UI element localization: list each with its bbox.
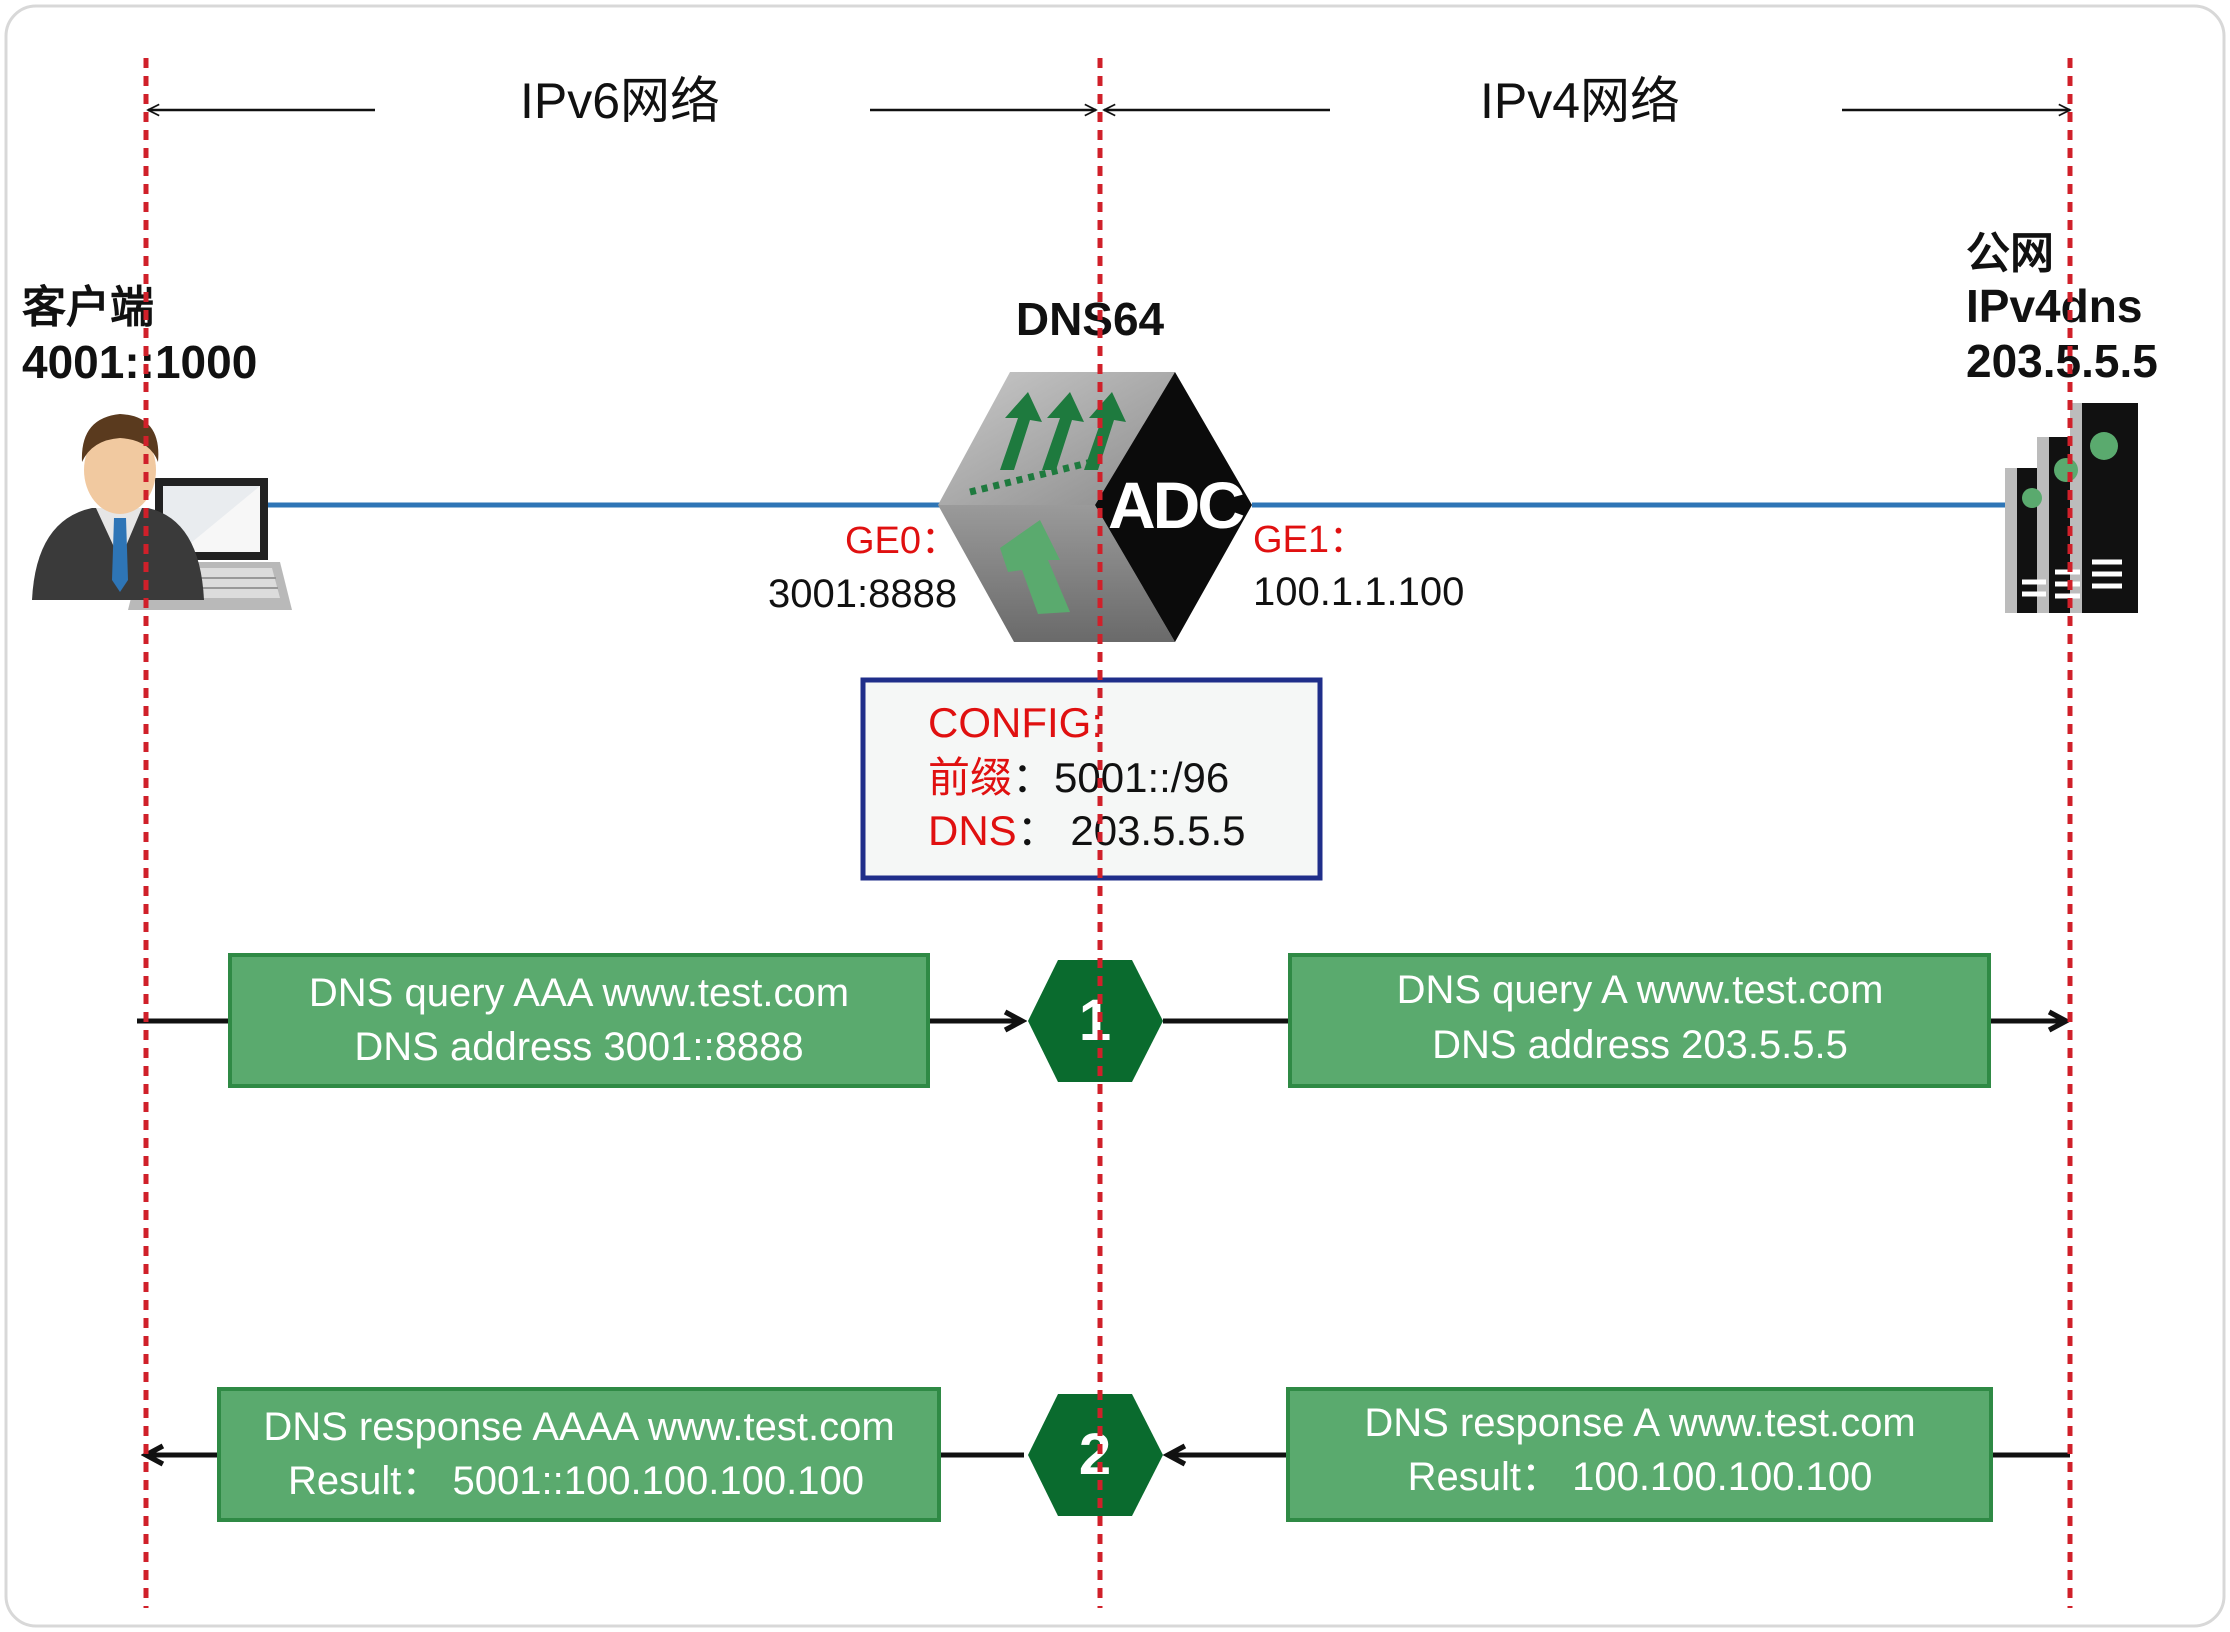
step2-number-badge: 2 (1028, 1394, 1163, 1516)
step1-left-message: DNS query AAA www.test.com DNS address 3… (228, 953, 930, 1088)
svg-text:1: 1 (1079, 988, 1111, 1053)
adc-device-icon: ADC (938, 372, 1252, 642)
config-dns-label: DNS (928, 807, 1017, 854)
svg-text:DNS address 3001::8888: DNS address 3001::8888 (354, 1025, 803, 1069)
client-person-laptop-icon (32, 414, 292, 610)
config-prefix-value: ：5001::/96 (1012, 754, 1229, 801)
config-title: CONFIG: (928, 699, 1103, 746)
config-dns-value: ： 203.5.5.5 (1017, 807, 1246, 854)
svg-text:DNS： 203.5.5.5: DNS： 203.5.5.5 (928, 807, 1246, 854)
ipv6-network-label: IPv6网络 (520, 73, 720, 129)
step1-number-badge: 1 (1028, 960, 1163, 1082)
server-title-line3: 203.5.5.5 (1966, 335, 2158, 387)
server-title-line2: IPv4dns (1966, 280, 2142, 332)
client-title: 客户端 (22, 283, 154, 332)
adc-logo-text: ADC (1108, 468, 1243, 542)
config-prefix-label: 前缀 (928, 754, 1012, 801)
svg-text:DNS address 203.5.5.5: DNS address 203.5.5.5 (1432, 1023, 1848, 1067)
step2-left-message: DNS response AAAA www.test.com Result： 5… (217, 1387, 941, 1522)
ge1-label: GE1： (1253, 519, 1367, 561)
ipv4-network-label: IPv4网络 (1480, 73, 1680, 129)
svg-text:Result： 100.100.100.100: Result： 100.100.100.100 (1408, 1455, 1873, 1499)
svg-text:DNS response A www.test.com: DNS response A www.test.com (1364, 1401, 1915, 1445)
step1-right-message: DNS query A www.test.com DNS address 203… (1288, 953, 1991, 1088)
config-box: CONFIG: 前缀：5001::/96 DNS： 203.5.5.5 (860, 677, 1323, 881)
ge0-label: GE0： (845, 520, 959, 562)
step2-right-message: DNS response A www.test.com Result： 100.… (1286, 1387, 1993, 1522)
svg-text:2: 2 (1079, 1422, 1111, 1487)
svg-text:前缀：5001::/96: 前缀：5001::/96 (928, 754, 1229, 801)
svg-text:DNS query A www.test.com: DNS query A www.test.com (1397, 968, 1884, 1012)
svg-text:DNS response AAAA www.test.com: DNS response AAAA www.test.com (263, 1405, 894, 1449)
client-address: 4001::1000 (22, 336, 257, 388)
ge0-address: 3001:8888 (768, 572, 957, 616)
dns64-title: DNS64 (1016, 293, 1165, 345)
ge1-address: 100.1.1.100 (1253, 570, 1464, 614)
svg-text:DNS query AAA www.test.com: DNS query AAA www.test.com (309, 971, 849, 1015)
server-title-line1: 公网 (1966, 229, 2054, 278)
svg-text:Result： 5001::100.100.100.100: Result： 5001::100.100.100.100 (288, 1459, 864, 1503)
dns-server-icon (2005, 403, 2138, 613)
